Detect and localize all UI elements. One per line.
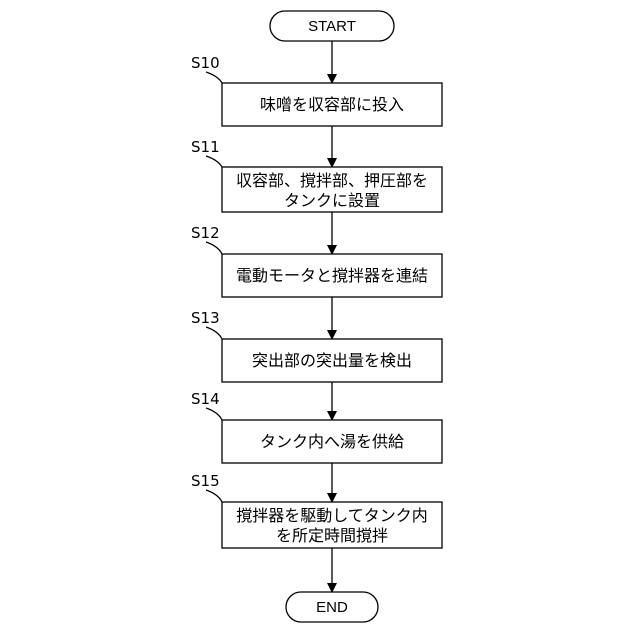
leader-s15	[206, 490, 222, 502]
step-text-s12: 電動モータと撹拌器を連結	[236, 266, 428, 285]
step-id-s14: S14	[191, 390, 220, 408]
leader-s13	[206, 327, 222, 339]
step-s11: S11 収容部、撹拌部、押圧部を タンクに設置	[191, 138, 442, 212]
step-id-s15: S15	[191, 472, 220, 490]
leader-s14	[206, 408, 222, 420]
step-text-s11-line1: 収容部、撹拌部、押圧部を	[236, 171, 428, 190]
step-text-s11-line2: タンクに設置	[284, 191, 380, 210]
leader-s11	[206, 156, 222, 167]
step-s15: S15 撹拌器を駆動してタンク内 を所定時間撹拌	[191, 472, 442, 548]
step-text-s13: 突出部の突出量を検出	[252, 351, 412, 370]
step-text-s14: タンク内へ湯を供給	[260, 432, 404, 451]
step-text-s10: 味噌を収容部に投入	[260, 95, 404, 114]
step-s14: S14 タンク内へ湯を供給	[191, 390, 442, 463]
leader-s10	[206, 72, 222, 83]
start-label: START	[308, 18, 356, 35]
step-text-s15-line1: 撹拌器を駆動してタンク内	[236, 506, 428, 525]
step-id-s13: S13	[191, 309, 220, 327]
step-s13: S13 突出部の突出量を検出	[191, 309, 442, 382]
start-terminal: START	[270, 11, 394, 41]
step-text-s15-line2: を所定時間撹拌	[276, 526, 388, 545]
step-id-s12: S12	[191, 224, 220, 242]
step-id-s11: S11	[191, 138, 220, 156]
step-s10: S10 味噌を収容部に投入	[191, 54, 442, 126]
leader-s12	[206, 242, 222, 254]
end-terminal: END	[286, 592, 378, 622]
step-id-s10: S10	[191, 54, 220, 72]
step-s12: S12 電動モータと撹拌器を連結	[191, 224, 442, 297]
end-label: END	[316, 599, 348, 616]
